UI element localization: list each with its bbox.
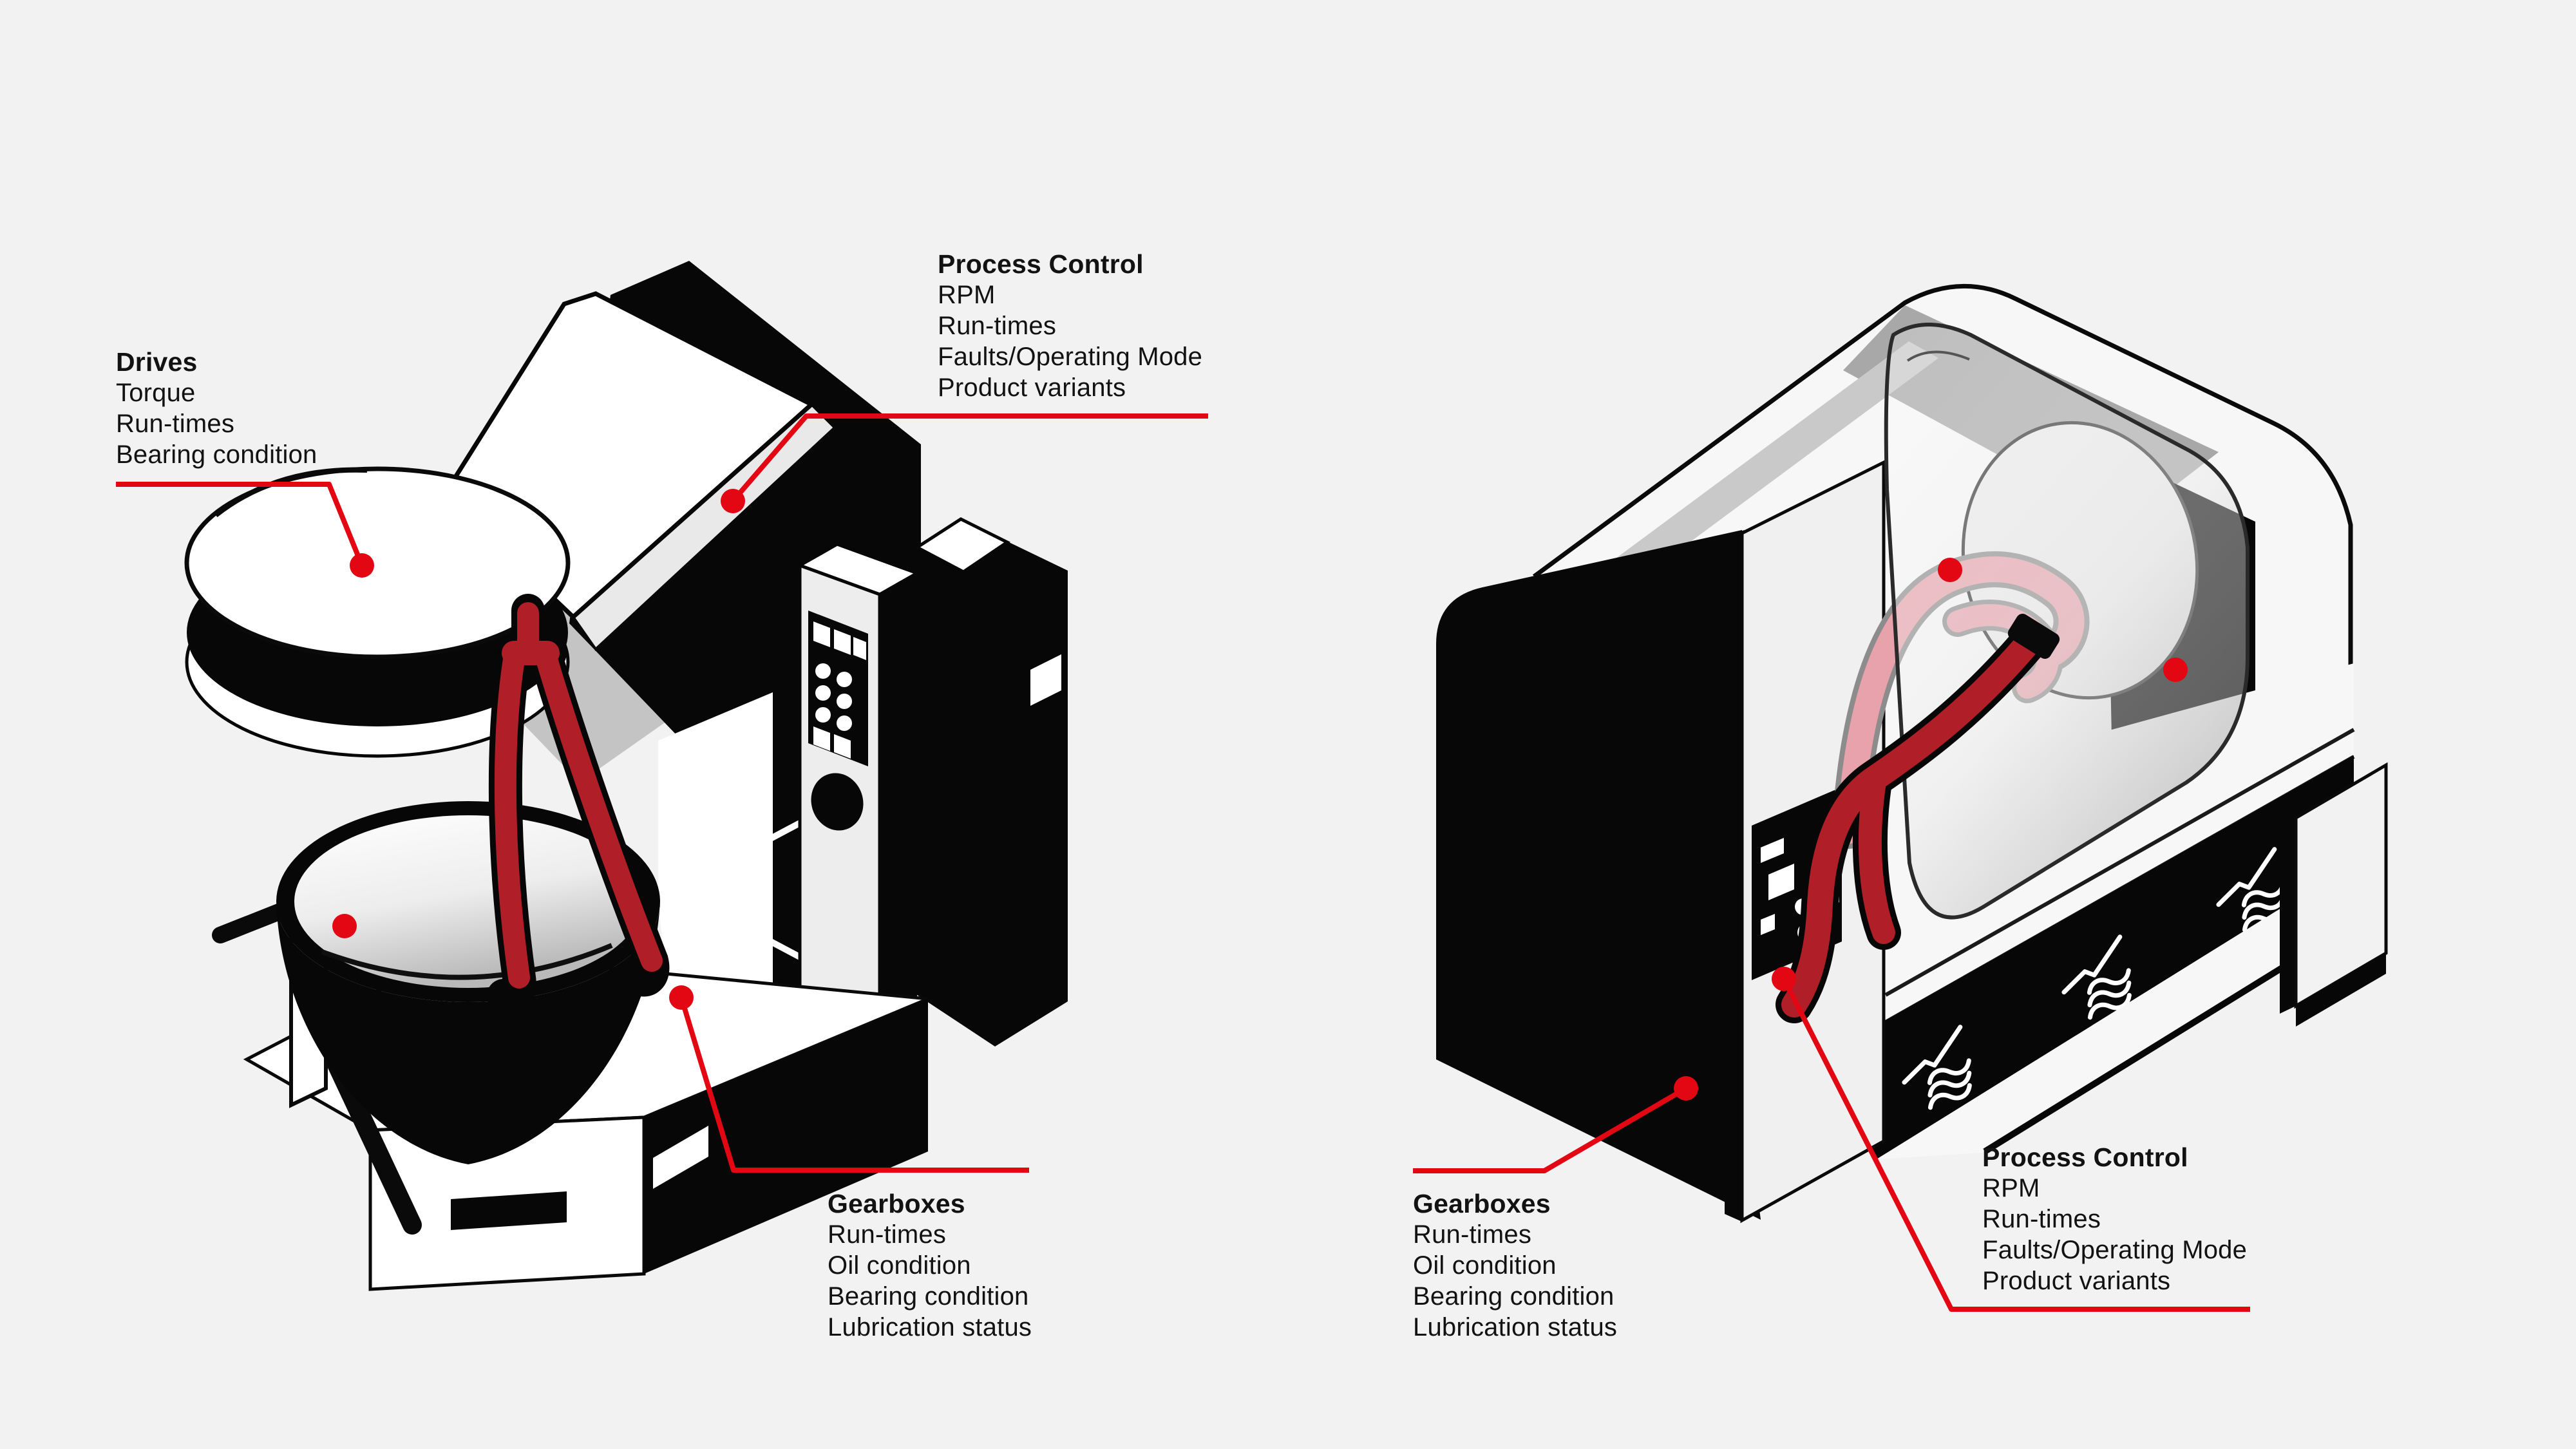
base-heating-band <box>1803 755 2354 1159</box>
label-item: RPM <box>938 281 996 309</box>
label-item: Oil condition <box>1413 1251 1557 1280</box>
label-title: Process Control <box>938 249 1144 279</box>
label-process-control-left: Process Control RPM Run-times Faults/Ope… <box>938 249 1202 403</box>
label-item: Run-times <box>116 410 235 438</box>
label-item: Bearing condition <box>1413 1282 1615 1311</box>
tower-keypad <box>808 611 868 766</box>
body-step-outline <box>755 820 802 960</box>
callout-line-gearboxes-left <box>679 996 1029 1173</box>
base-skirt <box>1877 863 2354 1159</box>
sensor-dot-gearboxes-right <box>1674 1076 1698 1101</box>
label-item: Faults/Operating Mode <box>938 343 1203 371</box>
trough-rim-line <box>1884 728 2355 997</box>
label-title: Gearboxes <box>1413 1189 1551 1218</box>
label-item: Oil condition <box>828 1251 971 1280</box>
label-item: Product variants <box>1982 1267 2171 1295</box>
tower-port <box>811 773 864 831</box>
label-item: Bearing condition <box>116 440 317 469</box>
left-machine <box>184 261 1068 1291</box>
label-item: Product variants <box>938 374 1126 402</box>
callout-line-process-control-left <box>730 413 1208 503</box>
label-item: Faults/Operating Mode <box>1982 1236 2248 1264</box>
drum-cover-inner-edge <box>1906 350 1970 362</box>
label-title: Drives <box>116 347 198 377</box>
kneading-arm-front <box>1776 613 2060 1023</box>
control-tower <box>796 542 921 1124</box>
sensor-dot-rear-wall <box>2163 658 2188 682</box>
label-item: Run-times <box>828 1220 947 1249</box>
right-machine <box>1436 284 2388 1224</box>
label-item: Run-times <box>1413 1220 1532 1249</box>
sensor-dots <box>332 489 2188 1101</box>
sensor-dot-process-control-right <box>1772 967 1796 991</box>
mixing-bowl <box>276 801 660 1164</box>
label-process-control-right: Process Control RPM Run-times Faults/Ope… <box>1982 1142 2247 1296</box>
label-item: Lubrication status <box>828 1313 1032 1341</box>
label-item: Run-times <box>1982 1205 2101 1233</box>
kneading-fork <box>487 594 670 1015</box>
sensor-dot-gearboxes-left <box>669 985 694 1010</box>
label-item: Run-times <box>938 312 1057 340</box>
label-drives: Drives Torque Run-times Bearing conditio… <box>116 346 317 470</box>
right-leg <box>2280 762 2388 1027</box>
planetary-disc <box>184 466 571 758</box>
callout-lines <box>116 413 2250 1312</box>
callout-line-gearboxes-right <box>1413 1086 1688 1173</box>
label-gearboxes-right: Gearboxes Run-times Oil condition Bearin… <box>1413 1188 1617 1343</box>
label-title: Process Control <box>1982 1142 2188 1172</box>
sensor-dot-drives <box>350 553 374 578</box>
sensor-dot-rear-arm <box>1938 558 1962 582</box>
label-item: RPM <box>1982 1174 2040 1202</box>
sensor-dot-process-control-left <box>721 489 745 513</box>
label-title: Gearboxes <box>828 1189 965 1218</box>
label-item: Bearing condition <box>828 1282 1029 1311</box>
label-item: Lubrication status <box>1413 1313 1618 1341</box>
rear-cabinet <box>914 517 1068 1046</box>
label-item: Torque <box>116 379 196 407</box>
callout-line-drives <box>116 482 365 567</box>
label-gearboxes-left: Gearboxes Run-times Oil condition Bearin… <box>828 1188 1032 1343</box>
sensor-dot-bowl <box>332 914 357 938</box>
callout-line-process-control-right <box>1781 978 2250 1312</box>
drive-cabinet <box>1436 530 1761 1220</box>
drum-cover-glass <box>1884 323 2249 920</box>
